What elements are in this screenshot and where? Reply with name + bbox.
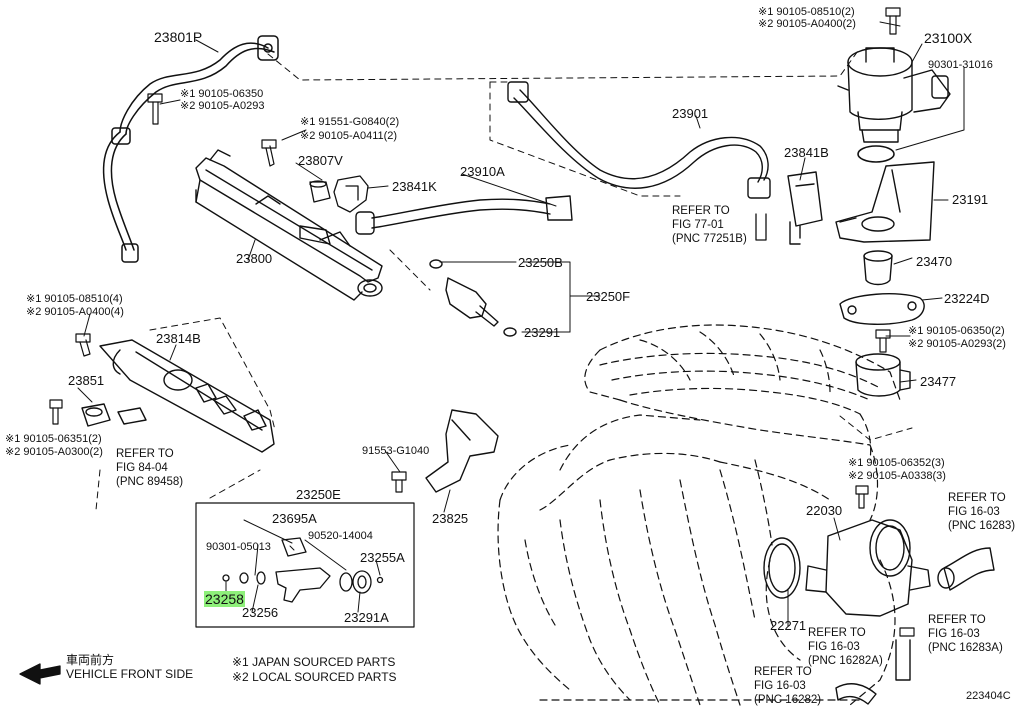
assembly-dashed-lines [95,47,913,511]
leader-lines [77,21,965,627]
bolt-label-90105-06350[interactable]: ※1 90105-06350 [180,88,264,100]
bolt-label-90105-A0293[interactable]: ※2 90105-A0293 [180,100,265,112]
part-label-90301-05013[interactable]: 90301-05013 [206,541,271,553]
part-label-90301-31016[interactable]: 90301-31016 [928,59,993,71]
part-label-23224D[interactable]: 23224D [944,291,990,306]
refer-fig-84-04[interactable]: REFER TO FIG 84-04 (PNC 89458) [116,448,184,488]
sensor-23851 [81,403,147,427]
gasket-22271 [763,537,801,599]
throttle-body-22030 [805,519,931,617]
part-label-23250E[interactable]: 23250E [296,487,341,502]
bolt-label-90105-08510-4[interactable]: ※1 90105-08510(4) [26,293,123,305]
hose-23910A [355,195,573,235]
part-label-23841B[interactable]: 23841B [784,145,829,160]
part-label-23250F[interactable]: 23250F [586,289,631,304]
part-label-23291[interactable]: 23291 [524,325,561,340]
bolt-label-90105-06351[interactable]: ※1 90105-06351(2) [5,433,102,445]
front-side-english: VEHICLE FRONT SIDE [66,667,194,681]
part-label-23695A[interactable]: 23695A [272,511,317,526]
part-label-23470[interactable]: 23470 [916,254,953,269]
part-label-23841K[interactable]: 23841K [392,179,437,194]
part-label-91553-G1040[interactable]: 91553-G1040 [362,445,430,457]
part-label-22030[interactable]: 22030 [806,503,843,518]
bracket-23825 [425,409,499,493]
lifter-23470 [863,250,893,286]
refer-fig-77-01[interactable]: REFER TO FIG 77-01 (PNC 77251B) [672,205,747,245]
refer-fig-16-03-16283[interactable]: REFER TO FIG 16-03 (PNC 16283) [948,492,1016,532]
part-label-23910A[interactable]: 23910A [460,164,505,179]
part-label-23825[interactable]: 23825 [432,511,469,526]
legend-japan-sourced: ※1 JAPAN SOURCED PARTS [232,655,396,669]
engine-outline [497,324,901,706]
bolts [49,7,915,637]
hose-stub-77251B [755,213,767,241]
diagram-code: 223404C [966,690,1011,702]
injector-23250F [429,259,517,337]
front-side-japanese: 車両前方 [66,653,115,667]
injector-kit-parts [222,537,384,603]
highlighted-part-23258: 23258 [204,591,245,607]
part-label-23807V[interactable]: 23807V [298,153,343,168]
part-label-23814B[interactable]: 23814B [156,331,201,346]
part-label-23801P[interactable]: 23801P [154,29,203,45]
legend-local-sourced: ※2 LOCAL SOURCED PARTS [232,670,397,684]
bolt-label-90105-08510[interactable]: ※1 90105-08510(2) [758,6,855,18]
bolt-label-90105-A0400[interactable]: ※2 90105-A0400(2) [758,18,856,30]
part-label-23258[interactable]: 23258 [204,591,245,607]
refer-fig-16-03-16282A[interactable]: REFER TO FIG 16-03 (PNC 16282A) [808,627,883,667]
bolt-label-90105-A0293-2[interactable]: ※2 90105-A0293(2) [908,338,1006,350]
bolt-label-91551-G0840[interactable]: ※1 91551-G0840(2) [300,116,400,128]
part-label-23800[interactable]: 23800 [236,251,273,266]
part-label-22271[interactable]: 22271 [770,618,807,633]
o-ring-90301-31016 [857,145,895,163]
water-hoses [835,547,995,705]
part-label-23100X[interactable]: 23100X [924,30,973,46]
injector-kit-23250E-box [195,502,415,628]
bolt-label-90105-A0411[interactable]: ※2 90105-A0411(2) [300,130,398,142]
clamp-23841B [787,171,823,245]
front-arrow-icon [19,663,61,685]
housing-23477 [855,353,911,397]
part-label-23255A[interactable]: 23255A [360,550,405,565]
clip-23841K [333,175,369,213]
refer-fig-16-03-16283A[interactable]: REFER TO FIG 16-03 (PNC 16283A) [928,614,1003,654]
bolt-label-90105-06352[interactable]: ※1 90105-06352(3) [848,457,945,469]
part-label-23256[interactable]: 23256 [242,605,279,620]
gasket-23224D [839,293,925,325]
bolt-label-90105-06350-2[interactable]: ※1 90105-06350(2) [908,325,1005,337]
delivery-pipe-23814B [99,339,275,453]
refer-fig-16-03-16282[interactable]: REFER TO FIG 16-03 (PNC 16282) [754,666,822,706]
fuel-tube-23801P [102,35,279,263]
collar-23807V [309,180,331,203]
part-label-23191[interactable]: 23191 [952,192,989,207]
part-label-23477[interactable]: 23477 [920,374,957,389]
bracket-23191 [835,161,935,243]
bolt-label-90105-A0400-4[interactable]: ※2 90105-A0400(4) [26,306,124,318]
part-label-23851[interactable]: 23851 [68,373,105,388]
part-label-23250B[interactable]: 23250B [518,255,563,270]
bolt-label-90105-A0338[interactable]: ※2 90105-A0338(3) [848,470,946,482]
part-label-23901[interactable]: 23901 [672,106,709,121]
part-label-23291A[interactable]: 23291A [344,610,389,625]
fuel-rail-23800 [195,149,383,301]
hose-23901 [507,81,771,199]
part-label-90520-14004[interactable]: 90520-14004 [308,530,373,542]
bolt-label-90105-A0300[interactable]: ※2 90105-A0300(2) [5,446,103,458]
fuel-pump-23100X [837,47,951,143]
